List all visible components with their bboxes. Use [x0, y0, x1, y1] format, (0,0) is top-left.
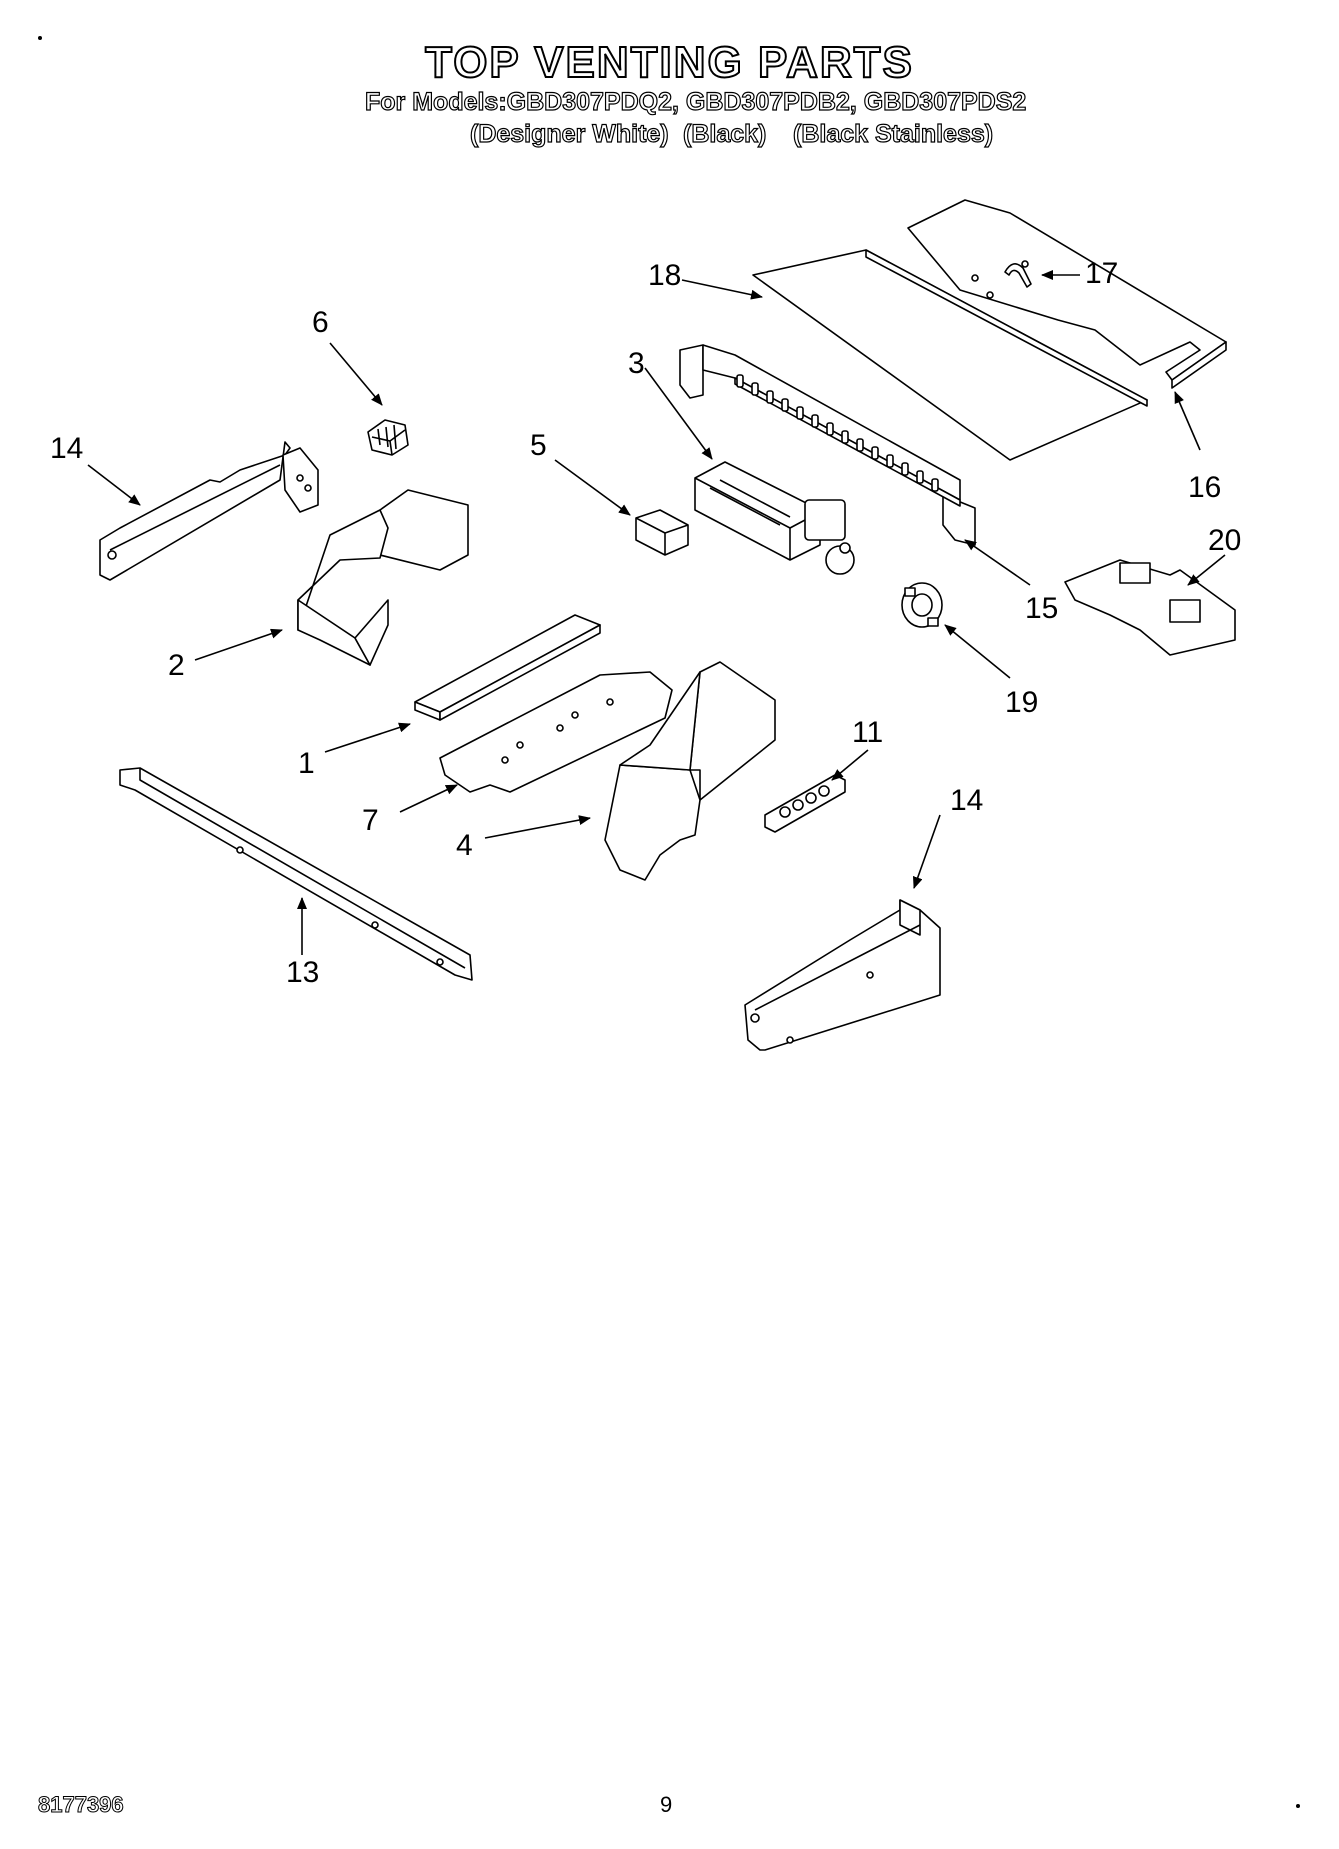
- part-18-duct-panel: [752, 249, 1148, 461]
- part-5-foam-block: [635, 509, 689, 556]
- part-4-chute: [604, 661, 776, 881]
- callout-19: 19: [1005, 686, 1038, 719]
- part-7-base-plate: [439, 671, 673, 793]
- part-1-strip: [414, 614, 601, 721]
- callout-14-left: 14: [50, 432, 83, 465]
- callout-14-right: 14: [950, 784, 983, 817]
- part-17-clip: [1004, 263, 1032, 288]
- callout-15: 15: [1025, 592, 1058, 625]
- callout-11: 11: [852, 716, 883, 749]
- part-11-terminal-block: [764, 774, 846, 833]
- page-number: 9: [660, 1792, 673, 1817]
- callout-2: 2: [168, 649, 185, 682]
- part-15-slotted-bracket: [679, 344, 976, 546]
- leader-lines: [87, 270, 1226, 955]
- part-6-transformer: [367, 419, 409, 456]
- part-20-control-board: [1064, 559, 1236, 656]
- part-16-top-cover: [907, 199, 1227, 389]
- callout-5: 5: [530, 429, 547, 462]
- callout-18: 18: [648, 259, 681, 292]
- document-number: 8177396: [38, 1792, 125, 1818]
- page-title: TOP VENTING PARTS: [424, 37, 914, 88]
- callout-20: 20: [1208, 524, 1241, 557]
- variant-black: (Black): [682, 119, 767, 148]
- part-2-deflector: [297, 489, 469, 666]
- variant-designer-white: (Designer White): [469, 119, 669, 148]
- corner-mark-bottom: [1296, 1804, 1300, 1808]
- callout-7: 7: [362, 804, 379, 837]
- callout-1: 1: [298, 747, 315, 780]
- callout-16: 16: [1188, 471, 1221, 504]
- part-14-right-bracket: [744, 899, 941, 1051]
- models-line: For Models:GBD307PDQ2, GBD307PDB2, GBD30…: [364, 87, 1027, 116]
- part-13-long-rail: [119, 767, 473, 981]
- callout-3: 3: [628, 347, 645, 380]
- callout-4: 4: [456, 829, 473, 862]
- callout-17: 17: [1085, 257, 1118, 290]
- part-3-motor-assembly: [694, 461, 855, 575]
- part-19-thermostat: [901, 582, 943, 628]
- corner-mark-top: [38, 36, 42, 40]
- callout-labels: 18 17 16 3 6 14 5 15 20 19 2 1 7 4 11 14…: [50, 257, 1241, 989]
- part-14-left-bracket: [99, 441, 319, 581]
- variant-black-stainless: (Black Stainless): [792, 119, 994, 148]
- callout-13: 13: [286, 956, 319, 989]
- callout-6: 6: [312, 306, 329, 339]
